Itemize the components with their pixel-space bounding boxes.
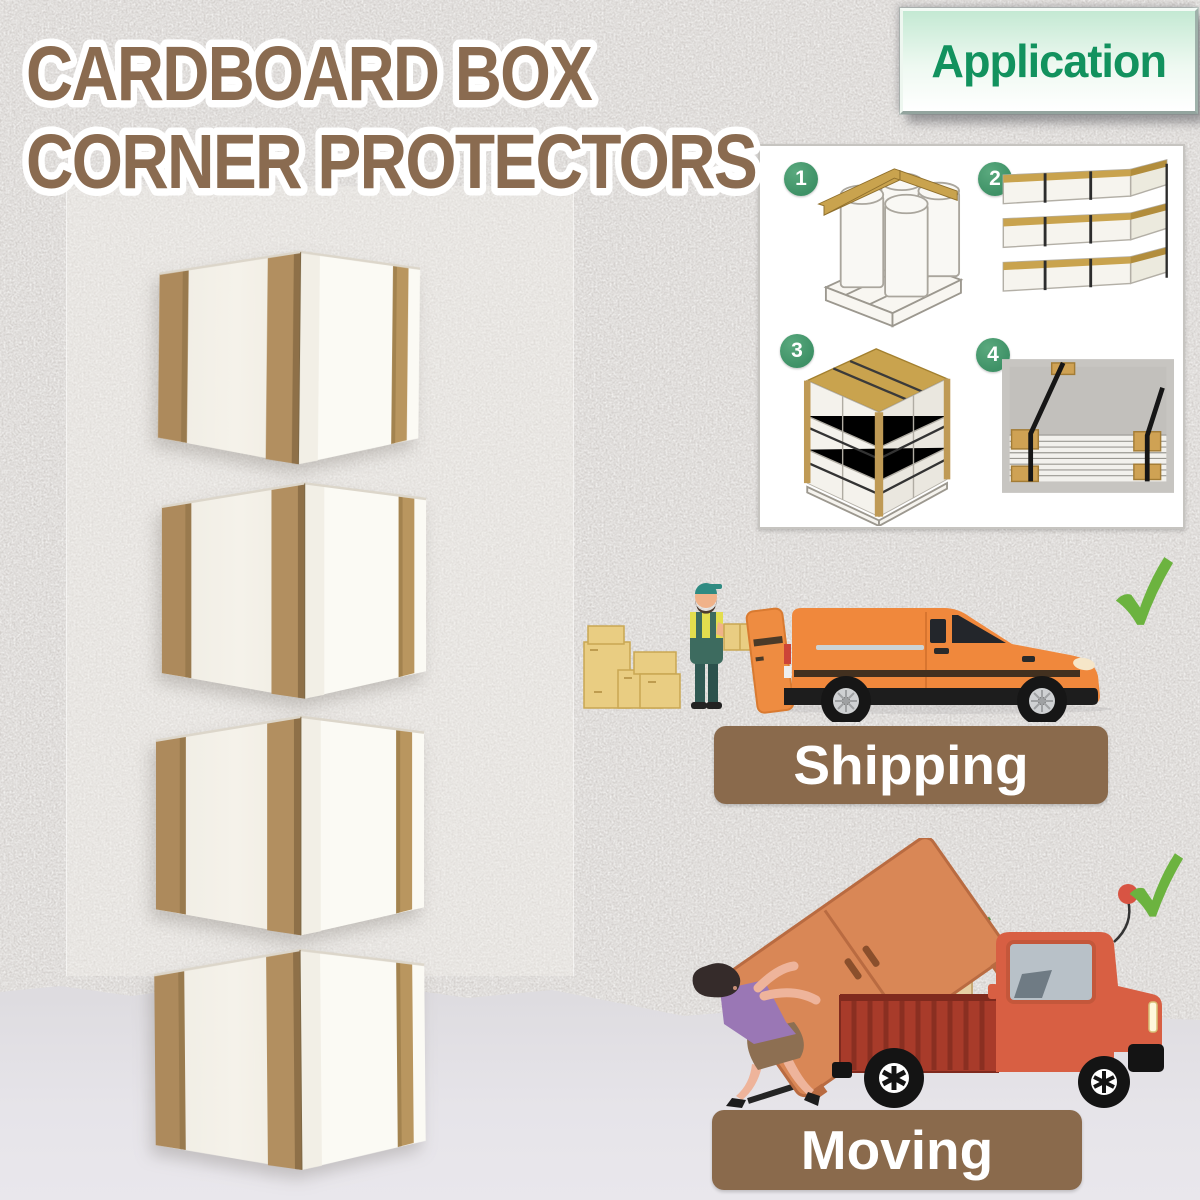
drums-on-pallet-illustration — [817, 168, 964, 328]
van-front-wheel — [1017, 676, 1067, 722]
corner-protector-photo-1 — [149, 247, 427, 468]
strapped-sheet-stack-photo — [1002, 359, 1174, 493]
step-4-number: 4 — [987, 343, 999, 366]
moving-checkmark-icon — [1126, 848, 1184, 920]
step-1-badge: 1 — [784, 162, 818, 196]
strapped-pallet-box-illustration — [803, 348, 951, 526]
step-3-badge: 3 — [780, 334, 814, 368]
woman-figure — [692, 961, 821, 1108]
step-3-number: 3 — [791, 339, 803, 362]
corner-protector-photo-4 — [147, 945, 431, 1173]
parcel-stack — [583, 625, 681, 709]
van-rear-wheel — [821, 676, 871, 722]
courier-figure — [690, 583, 757, 709]
application-diagram: 1 2 3 4 — [758, 144, 1185, 529]
shipping-checkmark-icon — [1112, 552, 1174, 628]
moving-label-text: Moving — [800, 1119, 994, 1181]
title-line-2: CORNER PROTECTORS — [26, 119, 756, 205]
corner-protector-photo-3 — [150, 710, 428, 940]
shipping-label-text: Shipping — [793, 734, 1029, 796]
moving-illustration — [692, 838, 1164, 1108]
shipping-label: Shipping — [714, 726, 1108, 804]
step-1-number: 1 — [795, 167, 807, 190]
corner-protector-photo-2 — [156, 478, 430, 702]
truck-rear-wheel — [864, 1048, 924, 1108]
application-badge-label: Application — [931, 35, 1168, 87]
strapped-panels-illustration — [1002, 159, 1168, 292]
shipping-illustration — [583, 583, 1113, 722]
title-line-1: CARDBOARD BOX — [26, 31, 592, 117]
page-title: CARDBOARD BOX CORNER PROTECTORS — [19, 24, 766, 208]
truck-front-wheel — [1078, 1056, 1130, 1108]
application-badge: Application — [900, 8, 1198, 114]
step-2-number: 2 — [989, 167, 1001, 190]
moving-truck — [832, 884, 1164, 1108]
moving-label: Moving — [712, 1110, 1082, 1190]
delivery-van — [745, 607, 1100, 722]
